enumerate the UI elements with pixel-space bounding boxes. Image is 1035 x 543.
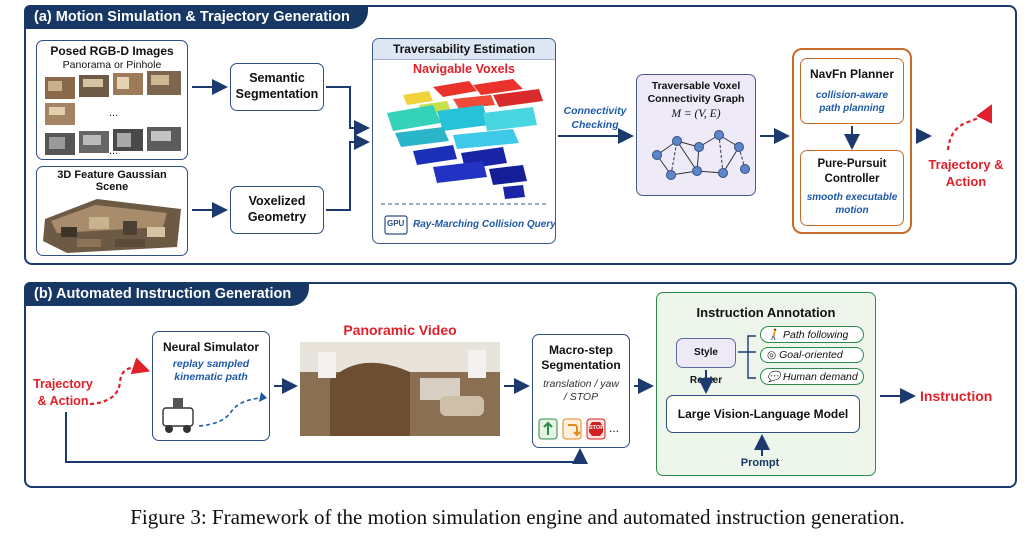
- robot-icon: [162, 392, 267, 433]
- goal-oriented-label: Goal-oriented: [779, 349, 843, 361]
- arrow-router-to-styles: [738, 335, 756, 379]
- rgbd-title: Posed RGB-D Images: [50, 44, 174, 58]
- lvlm-box: Large Vision-Language Model: [666, 395, 860, 433]
- macro-step-icons: [538, 418, 606, 440]
- pure-pursuit-box: Pure-Pursuit Controller smooth executabl…: [800, 150, 904, 226]
- instruction-output: Instruction: [920, 388, 993, 404]
- navfn-title: NavFn Planner: [809, 67, 895, 81]
- figure-caption: Figure 3: Framework of the motion simula…: [130, 505, 905, 529]
- gaussian-title: 3D Feature Gaussian Scene: [57, 169, 167, 193]
- neural-sim-title: Neural Simulator: [162, 340, 260, 354]
- graph-title: Traversable Voxel Connectivity Graph: [647, 80, 745, 105]
- target-icon: ◎: [767, 349, 777, 361]
- lvlm-label: Large Vision-Language Model: [677, 407, 849, 421]
- style-goal-oriented: ◎ Goal-oriented: [760, 347, 864, 363]
- arrow-semantic-to-trav: [326, 86, 370, 136]
- rgb-thumbnail-row: [45, 71, 181, 125]
- ray-marching-label: Ray-Marching Collision Query: [413, 219, 556, 230]
- graph-formula: M = (V, E): [671, 108, 721, 120]
- style-router-box: Style Router: [676, 338, 736, 386]
- dashed-trajectory-output: [946, 104, 992, 151]
- style-human-demand: 💬 Human demand: [760, 368, 864, 385]
- macro-step-more: ...: [609, 421, 620, 435]
- arrow-voxel-to-trav: [326, 134, 370, 211]
- rgbd-subtitle: Panorama or Pinhole: [62, 59, 162, 71]
- voxel-cluster-blue: [413, 145, 527, 199]
- navigable-voxels-render: [381, 79, 549, 235]
- voxel-cluster-red: [433, 79, 543, 109]
- walking-icon: 🚶: [767, 329, 781, 341]
- semantic-segmentation-box: Semantic Segmentation: [230, 63, 324, 111]
- rgbd-ellipsis-top: ...: [109, 107, 119, 119]
- navigable-voxels-label: Navigable Voxels: [413, 62, 515, 76]
- rgbd-ellipsis-bottom: ...: [109, 145, 119, 157]
- trajectory-action-input: Trajectory & Action: [33, 377, 93, 408]
- human-demand-label: Human demand: [783, 371, 858, 383]
- voxelized-geometry-label: Voxelized Geometry: [247, 194, 307, 224]
- rgbd-thumbnails: [45, 71, 181, 155]
- gaussian-scene-box: 3D Feature Gaussian Scene: [36, 166, 188, 256]
- panoramic-video-label: Panoramic Video: [343, 322, 457, 338]
- graph-network: [652, 130, 750, 180]
- traversability-header: Traversability Estimation: [373, 39, 555, 60]
- path-following-label: Path following: [783, 329, 849, 341]
- macro-step-desc: translation / yaw / STOP: [543, 378, 619, 403]
- pursuit-desc: smooth executable motion: [806, 192, 898, 216]
- depth-thumbnail-row: [45, 127, 181, 155]
- navfn-desc: collision-aware path planning: [815, 90, 889, 114]
- annotation-title: Instruction Annotation: [696, 305, 836, 320]
- arrow-trajectory-to-macro: [65, 412, 588, 464]
- prompt-label: Prompt: [740, 457, 780, 469]
- stop-sign-icon: STOP: [589, 425, 604, 431]
- gpu-chip-icon: GPU: [387, 219, 405, 228]
- navfn-planner-box: NavFn Planner collision-aware path plann…: [800, 58, 904, 124]
- trajectory-action-output: Trajectory & Action: [928, 157, 1004, 189]
- speech-bubble-icon: 💬: [767, 371, 781, 383]
- connectivity-checking-label: Connectivity Checking: [563, 105, 627, 131]
- traversability-box: Traversability Estimation Navigable Voxe…: [372, 38, 556, 244]
- pursuit-title: Pure-Pursuit Controller: [817, 158, 887, 185]
- dashed-trajectory-input: [89, 357, 151, 406]
- voxel-cluster-cyan: [387, 105, 537, 149]
- panel-b-title: (b) Automated Instruction Generation: [24, 282, 310, 306]
- connectivity-graph-box: Traversable Voxel Connectivity Graph M =…: [636, 74, 756, 196]
- gaussian-scene-render: [43, 199, 181, 253]
- panel-a-title: (a) Motion Simulation & Trajectory Gener…: [24, 5, 368, 29]
- neural-simulator-box: Neural Simulator replay sampled kinemati…: [152, 331, 270, 441]
- semantic-segmentation-label: Semantic Segmentation: [235, 71, 319, 101]
- rgbd-images-box: Posed RGB-D Images Panorama or Pinhole .…: [36, 40, 188, 160]
- voxelized-geometry-box: Voxelized Geometry: [230, 186, 324, 234]
- macro-step-box: Macro-step Segmentation translation / ya…: [532, 334, 630, 448]
- style-path-following: 🚶 Path following: [760, 326, 864, 343]
- macro-step-title: Macro-step Segmentation: [541, 343, 621, 372]
- neural-sim-desc: replay sampled kinematic path: [172, 358, 250, 383]
